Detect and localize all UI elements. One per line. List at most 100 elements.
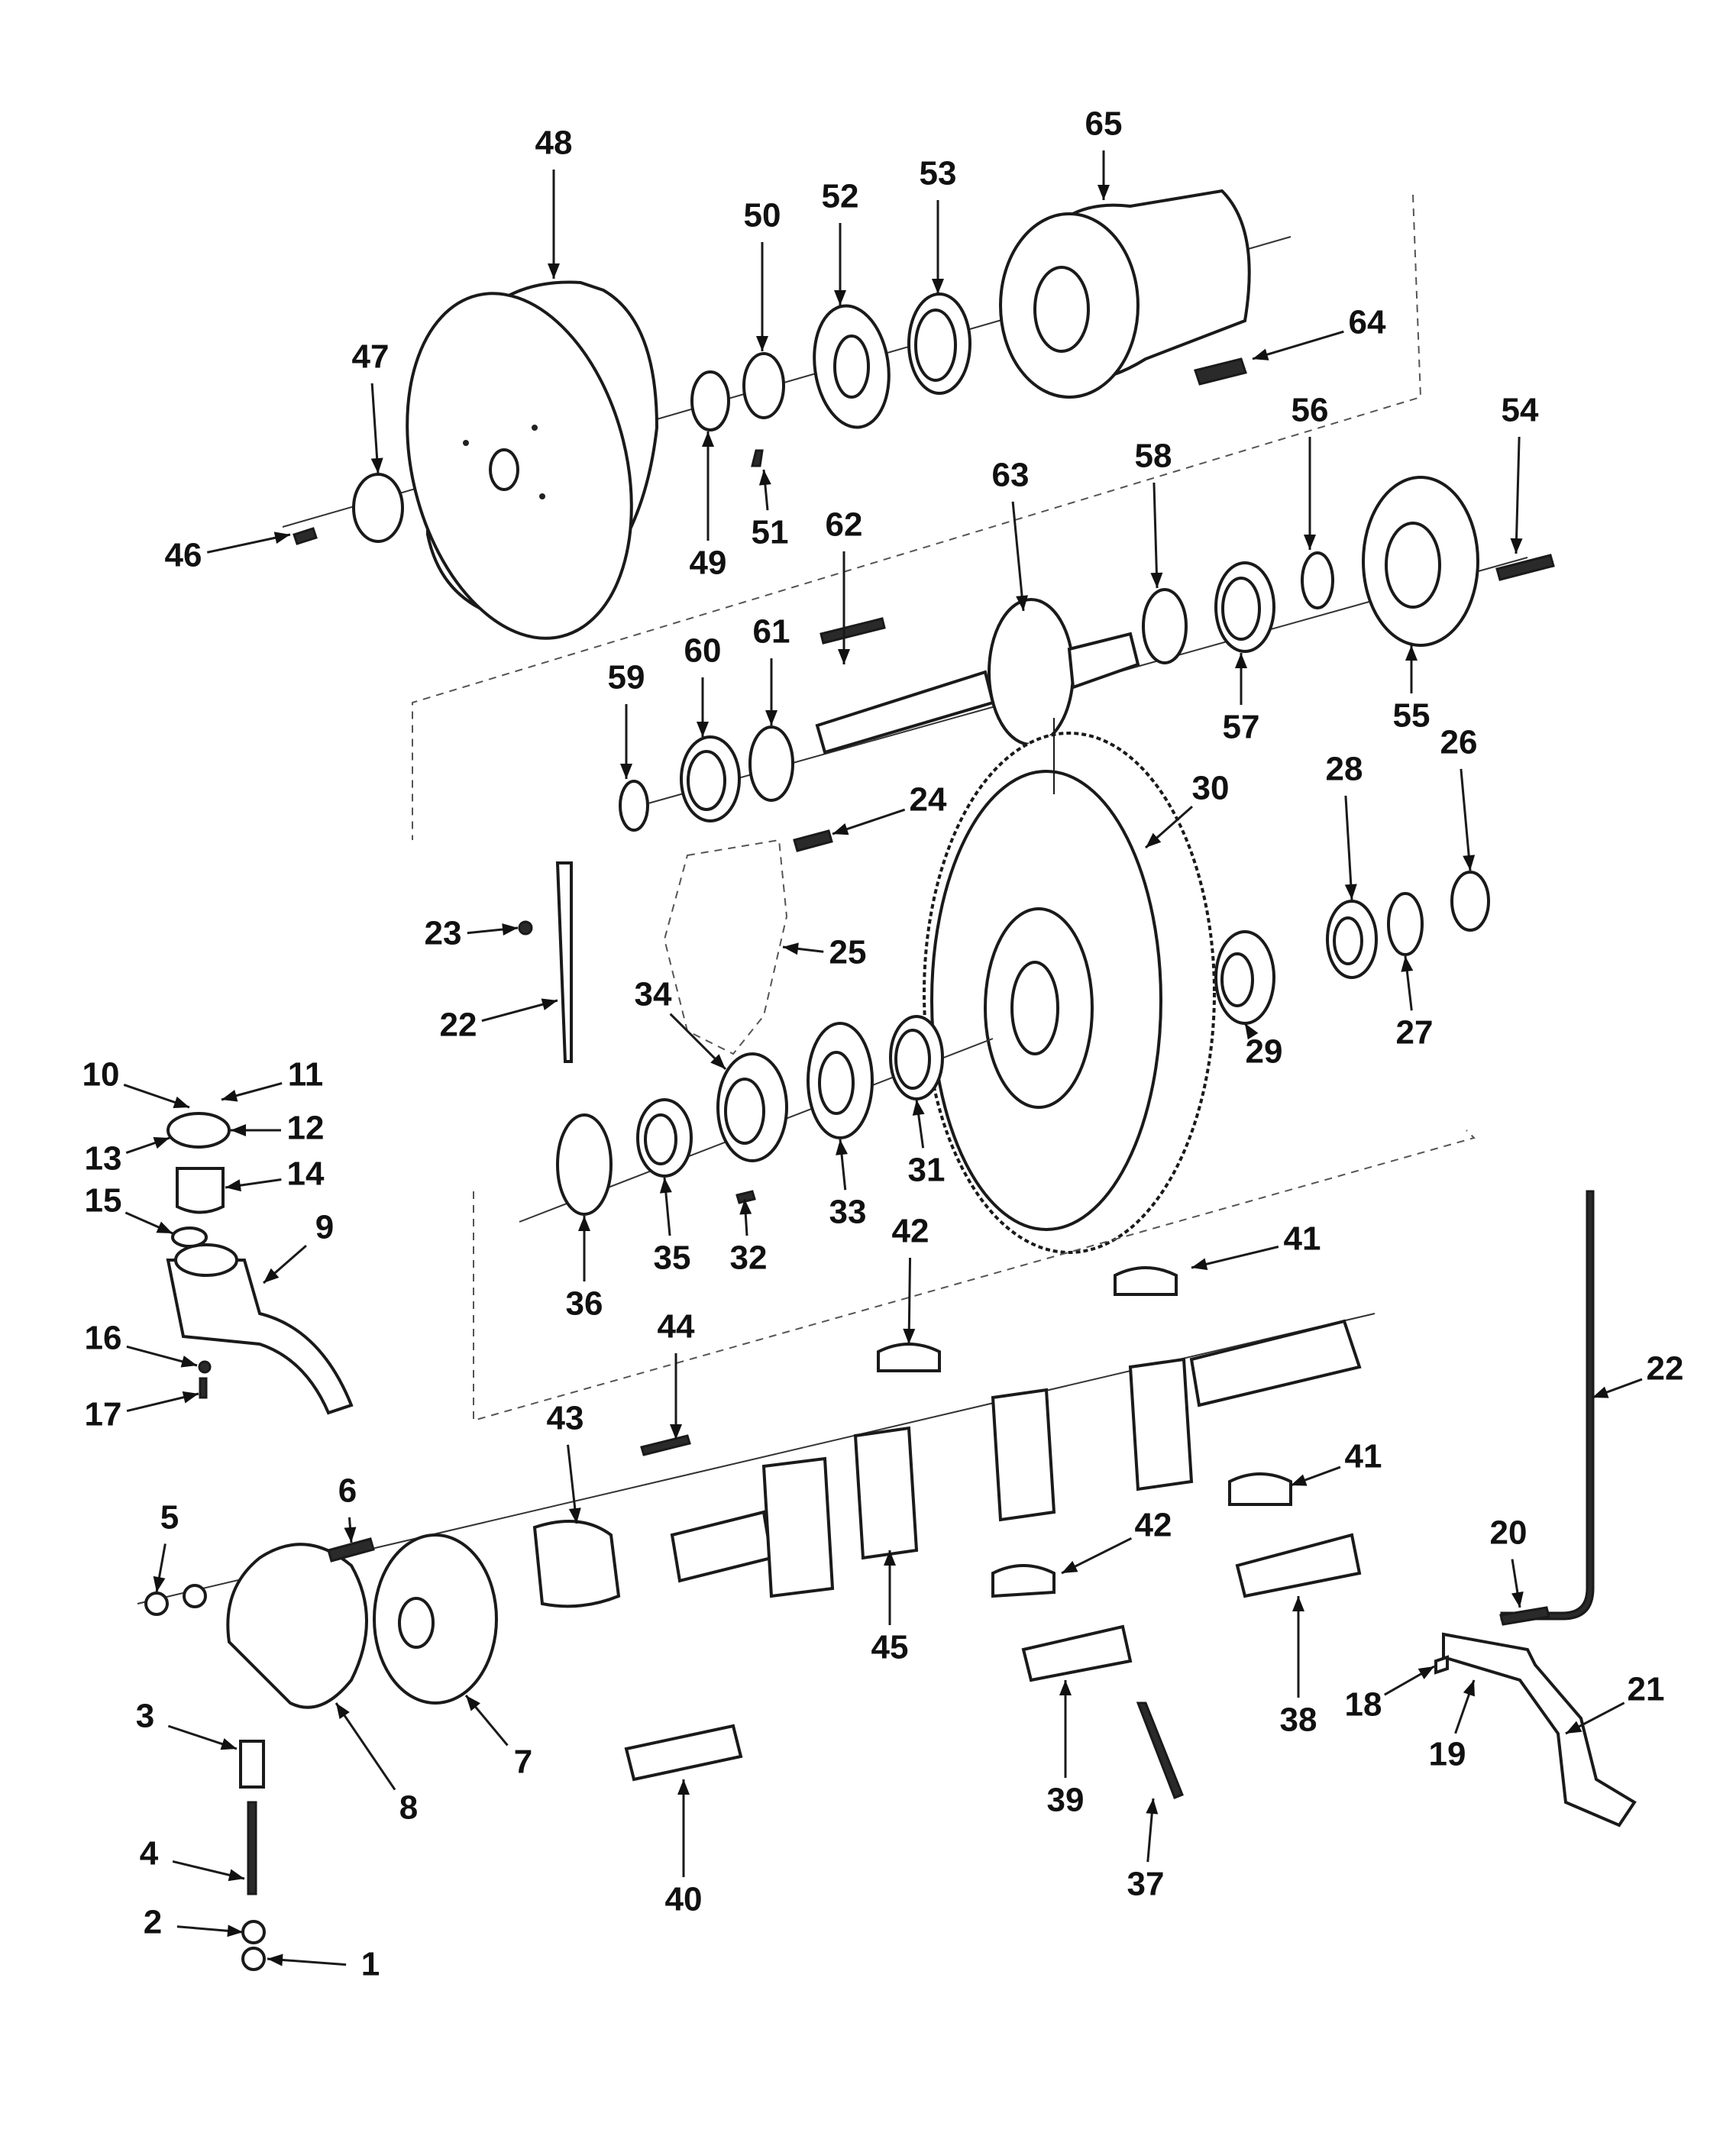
leader-arrowhead <box>932 279 944 294</box>
callout-label-2: 2 <box>144 1904 162 1941</box>
callout-label-32: 32 <box>730 1239 768 1277</box>
nut-16 <box>198 1360 212 1374</box>
leader-arrowhead <box>231 1124 246 1136</box>
leader-arrowhead <box>1191 1258 1208 1271</box>
callout-label-42b: 42 <box>1135 1507 1172 1544</box>
leader-arrowhead <box>903 1328 916 1344</box>
callout-label-46: 46 <box>165 537 202 574</box>
callout-label-6: 6 <box>338 1472 357 1510</box>
gear-34 <box>716 1052 788 1162</box>
callout-label-43: 43 <box>547 1400 584 1437</box>
jam-nut-2 <box>241 1920 266 1944</box>
leader-arrowhead <box>1463 855 1476 871</box>
callout-label-42a: 42 <box>892 1213 929 1250</box>
callout-label-22b: 22 <box>1647 1350 1684 1388</box>
callout-label-35: 35 <box>654 1239 691 1277</box>
flywheel-drum <box>406 280 659 640</box>
bearing-shell-42b <box>991 1564 1056 1598</box>
leader-arrowhead <box>1510 538 1523 554</box>
leader-arrowhead <box>702 431 714 447</box>
callout-label-49: 49 <box>690 545 727 582</box>
callout-label-59: 59 <box>608 659 645 696</box>
cap-12 <box>166 1112 231 1149</box>
cage-capscrew <box>1495 554 1555 581</box>
leader-arrowhead <box>1016 595 1029 611</box>
bolt-20 <box>1499 1606 1550 1626</box>
leader-arrowhead <box>1418 1666 1434 1679</box>
leader-line <box>335 1702 396 1791</box>
pin-24 <box>793 829 833 852</box>
callout-label-26: 26 <box>1440 724 1478 761</box>
spring-3 <box>239 1740 265 1789</box>
callout-label-47: 47 <box>352 338 390 376</box>
leader-arrowhead <box>1146 832 1162 848</box>
brake-band <box>226 1543 368 1709</box>
callout-label-8: 8 <box>399 1789 418 1827</box>
callout-label-9: 9 <box>315 1209 334 1246</box>
callout-label-50: 50 <box>744 197 781 234</box>
bearing-28 <box>1326 900 1378 979</box>
callout-label-61: 61 <box>753 613 790 651</box>
leader-line <box>1460 768 1472 871</box>
leader-arrowhead <box>228 1869 244 1882</box>
callout-label-38: 38 <box>1280 1701 1317 1739</box>
thrust-plate-36 <box>556 1113 613 1216</box>
retainer-plate <box>352 473 404 543</box>
callout-label-62: 62 <box>826 506 863 544</box>
leader-line <box>1011 501 1025 612</box>
snap-ring-59 <box>619 780 649 832</box>
callout-label-30: 30 <box>1192 770 1230 807</box>
callout-label-37: 37 <box>1127 1866 1165 1903</box>
key-44 <box>640 1434 691 1456</box>
leader-arrowhead <box>1291 1474 1308 1486</box>
callout-label-65: 65 <box>1085 105 1123 143</box>
rod-22-right <box>1500 1190 1595 1621</box>
leader-arrowhead <box>1059 1680 1072 1695</box>
callout-label-22a: 22 <box>440 1007 477 1044</box>
leader-arrowhead <box>1344 884 1357 900</box>
callout-label-52: 52 <box>822 178 859 215</box>
callout-label-58: 58 <box>1135 438 1172 475</box>
callout-label-4: 4 <box>140 1835 159 1873</box>
bearing-cap-39 <box>1021 1624 1133 1682</box>
leader-arrowhead <box>225 1179 241 1192</box>
leader-arrowhead <box>1098 185 1110 200</box>
leader-arrowhead <box>834 290 846 305</box>
lockwasher <box>742 352 785 419</box>
leader-arrowhead <box>153 1575 166 1592</box>
bearing-retainer-33 <box>807 1022 874 1139</box>
bearing-cap-40 <box>624 1724 743 1782</box>
callout-label-44: 44 <box>658 1308 695 1346</box>
callout-label-40: 40 <box>665 1881 703 1918</box>
leader-arrowhead <box>541 998 558 1010</box>
bolt-37 <box>1136 1701 1184 1799</box>
callout-label-25: 25 <box>829 934 867 971</box>
shaft-key <box>820 617 886 645</box>
leader-arrowhead <box>756 336 768 351</box>
leader-arrowhead <box>273 532 290 545</box>
callout-label-63: 63 <box>992 457 1030 494</box>
crankshaft <box>670 1319 1362 1598</box>
spacer-35 <box>636 1098 693 1178</box>
brake-pedal <box>1442 1632 1637 1827</box>
thrust-washer-58 <box>1142 588 1188 664</box>
leader-arrowhead <box>783 942 799 955</box>
bearing-cage-55 <box>1362 476 1479 647</box>
leader-arrowhead <box>1511 1591 1524 1608</box>
callout-label-21: 21 <box>1628 1671 1665 1708</box>
leader-arrowhead <box>710 1054 726 1069</box>
leader-arrowhead <box>832 823 849 835</box>
retainer-bolt <box>751 449 764 467</box>
leader-arrowhead <box>344 1527 357 1543</box>
sleeve-43 <box>532 1520 621 1608</box>
leader-arrowhead <box>1062 1560 1078 1573</box>
leader-arrowhead <box>659 1178 672 1194</box>
callout-label-28: 28 <box>1326 751 1363 788</box>
leader-arrowhead <box>173 1096 189 1109</box>
pin-18 <box>1434 1655 1449 1675</box>
callout-label-16: 16 <box>85 1320 122 1357</box>
callout-label-24: 24 <box>910 781 947 819</box>
callout-label-54: 54 <box>1502 392 1539 429</box>
callout-label-55: 55 <box>1393 697 1431 735</box>
